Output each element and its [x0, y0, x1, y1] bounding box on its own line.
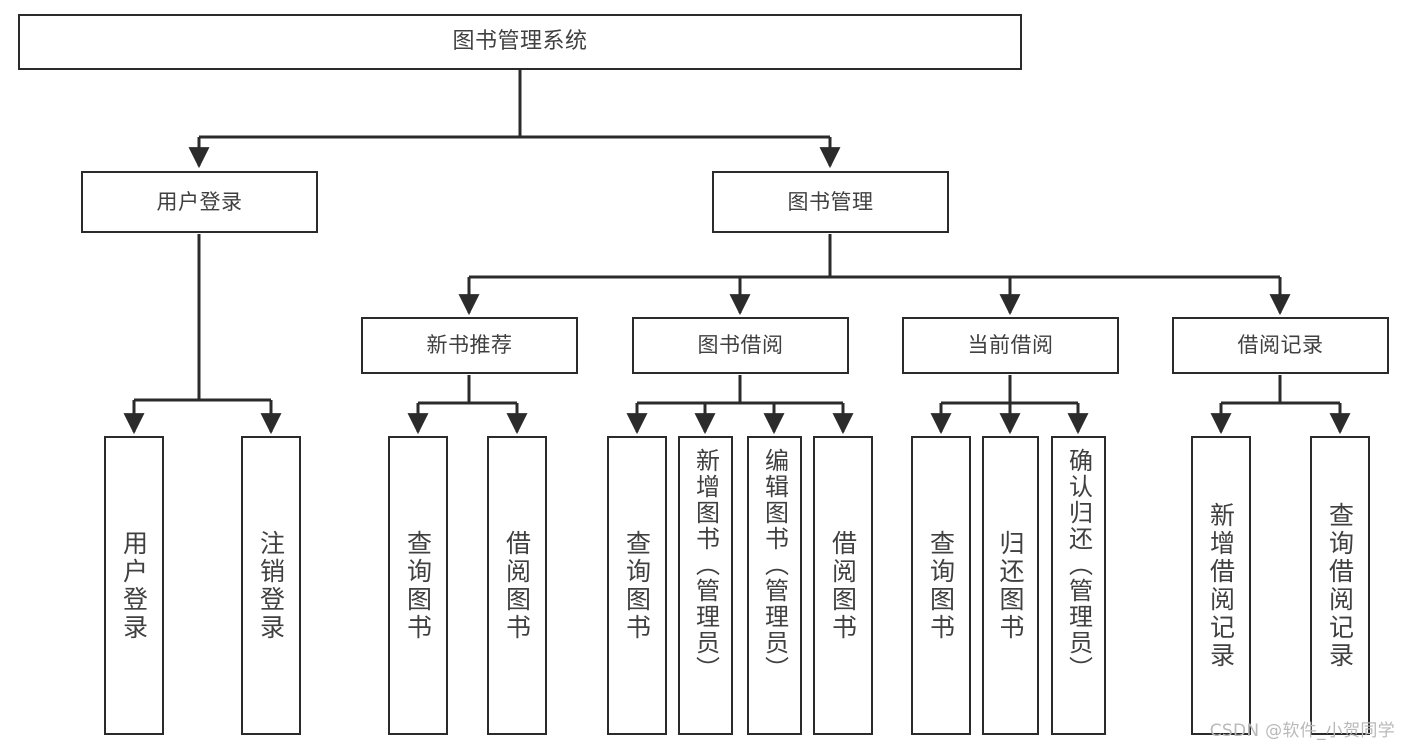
node-user-login[interactable]: 用户登录 — [81, 171, 318, 233]
node-current-borrow-label: 当前借阅 — [967, 333, 1054, 358]
node-leaf-add-record[interactable]: 新增借阅记录 — [1191, 436, 1251, 735]
node-leaf-user-logout-label: 注销登录 — [256, 529, 286, 642]
node-leaf-query-record[interactable]: 查询借阅记录 — [1310, 436, 1370, 735]
node-leaf-query-record-label: 查询借阅记录 — [1325, 501, 1355, 670]
node-current-borrow[interactable]: 当前借阅 — [902, 317, 1119, 374]
node-new-book-rec[interactable]: 新书推荐 — [361, 317, 578, 374]
node-book-borrow[interactable]: 图书借阅 — [632, 317, 849, 374]
node-book-manage[interactable]: 图书管理 — [712, 171, 949, 233]
node-leaf-return-book-label: 归还图书 — [996, 529, 1025, 642]
node-leaf-add-record-label: 新增借阅记录 — [1206, 501, 1236, 670]
node-leaf-add-book-label: 新增图书（管理员） — [691, 448, 720, 682]
node-leaf-borrow-book-2[interactable]: 借阅图书 — [813, 436, 873, 735]
node-leaf-user-login-label: 用户登录 — [119, 529, 149, 642]
node-leaf-user-logout[interactable]: 注销登录 — [241, 436, 301, 735]
node-leaf-edit-book-label: 编辑图书（管理员） — [760, 448, 789, 682]
node-leaf-confirm-return[interactable]: 确认归还（管理员） — [1051, 436, 1106, 735]
node-leaf-query-book-2-label: 查询图书 — [622, 529, 652, 642]
node-borrow-record[interactable]: 借阅记录 — [1172, 317, 1389, 374]
node-leaf-user-login[interactable]: 用户登录 — [104, 436, 164, 735]
node-user-login-label: 用户登录 — [156, 189, 243, 214]
node-root-label: 图书管理系统 — [452, 29, 588, 55]
node-borrow-record-label: 借阅记录 — [1237, 333, 1324, 358]
node-leaf-query-book-2[interactable]: 查询图书 — [607, 436, 667, 735]
node-leaf-return-book[interactable]: 归还图书 — [982, 436, 1039, 735]
node-new-book-rec-label: 新书推荐 — [426, 333, 513, 358]
watermark-text: CSDN @软件_小贺同学 — [1209, 721, 1395, 741]
node-leaf-edit-book[interactable]: 编辑图书（管理员） — [747, 436, 802, 735]
node-book-borrow-label: 图书借阅 — [697, 333, 784, 358]
node-leaf-add-book[interactable]: 新增图书（管理员） — [678, 436, 733, 735]
node-leaf-query-book-3-label: 查询图书 — [926, 529, 956, 642]
node-leaf-borrow-book-2-label: 借阅图书 — [828, 529, 858, 642]
node-leaf-query-book-1-label: 查询图书 — [403, 529, 433, 642]
node-leaf-borrow-book-1[interactable]: 借阅图书 — [487, 436, 547, 735]
node-leaf-borrow-book-1-label: 借阅图书 — [502, 529, 532, 642]
node-leaf-query-book-3[interactable]: 查询图书 — [911, 436, 971, 735]
node-leaf-confirm-return-label: 确认归还（管理员） — [1064, 448, 1093, 682]
node-leaf-query-book-1[interactable]: 查询图书 — [388, 436, 448, 735]
node-book-manage-label: 图书管理 — [787, 189, 874, 214]
node-root[interactable]: 图书管理系统 — [18, 14, 1022, 70]
